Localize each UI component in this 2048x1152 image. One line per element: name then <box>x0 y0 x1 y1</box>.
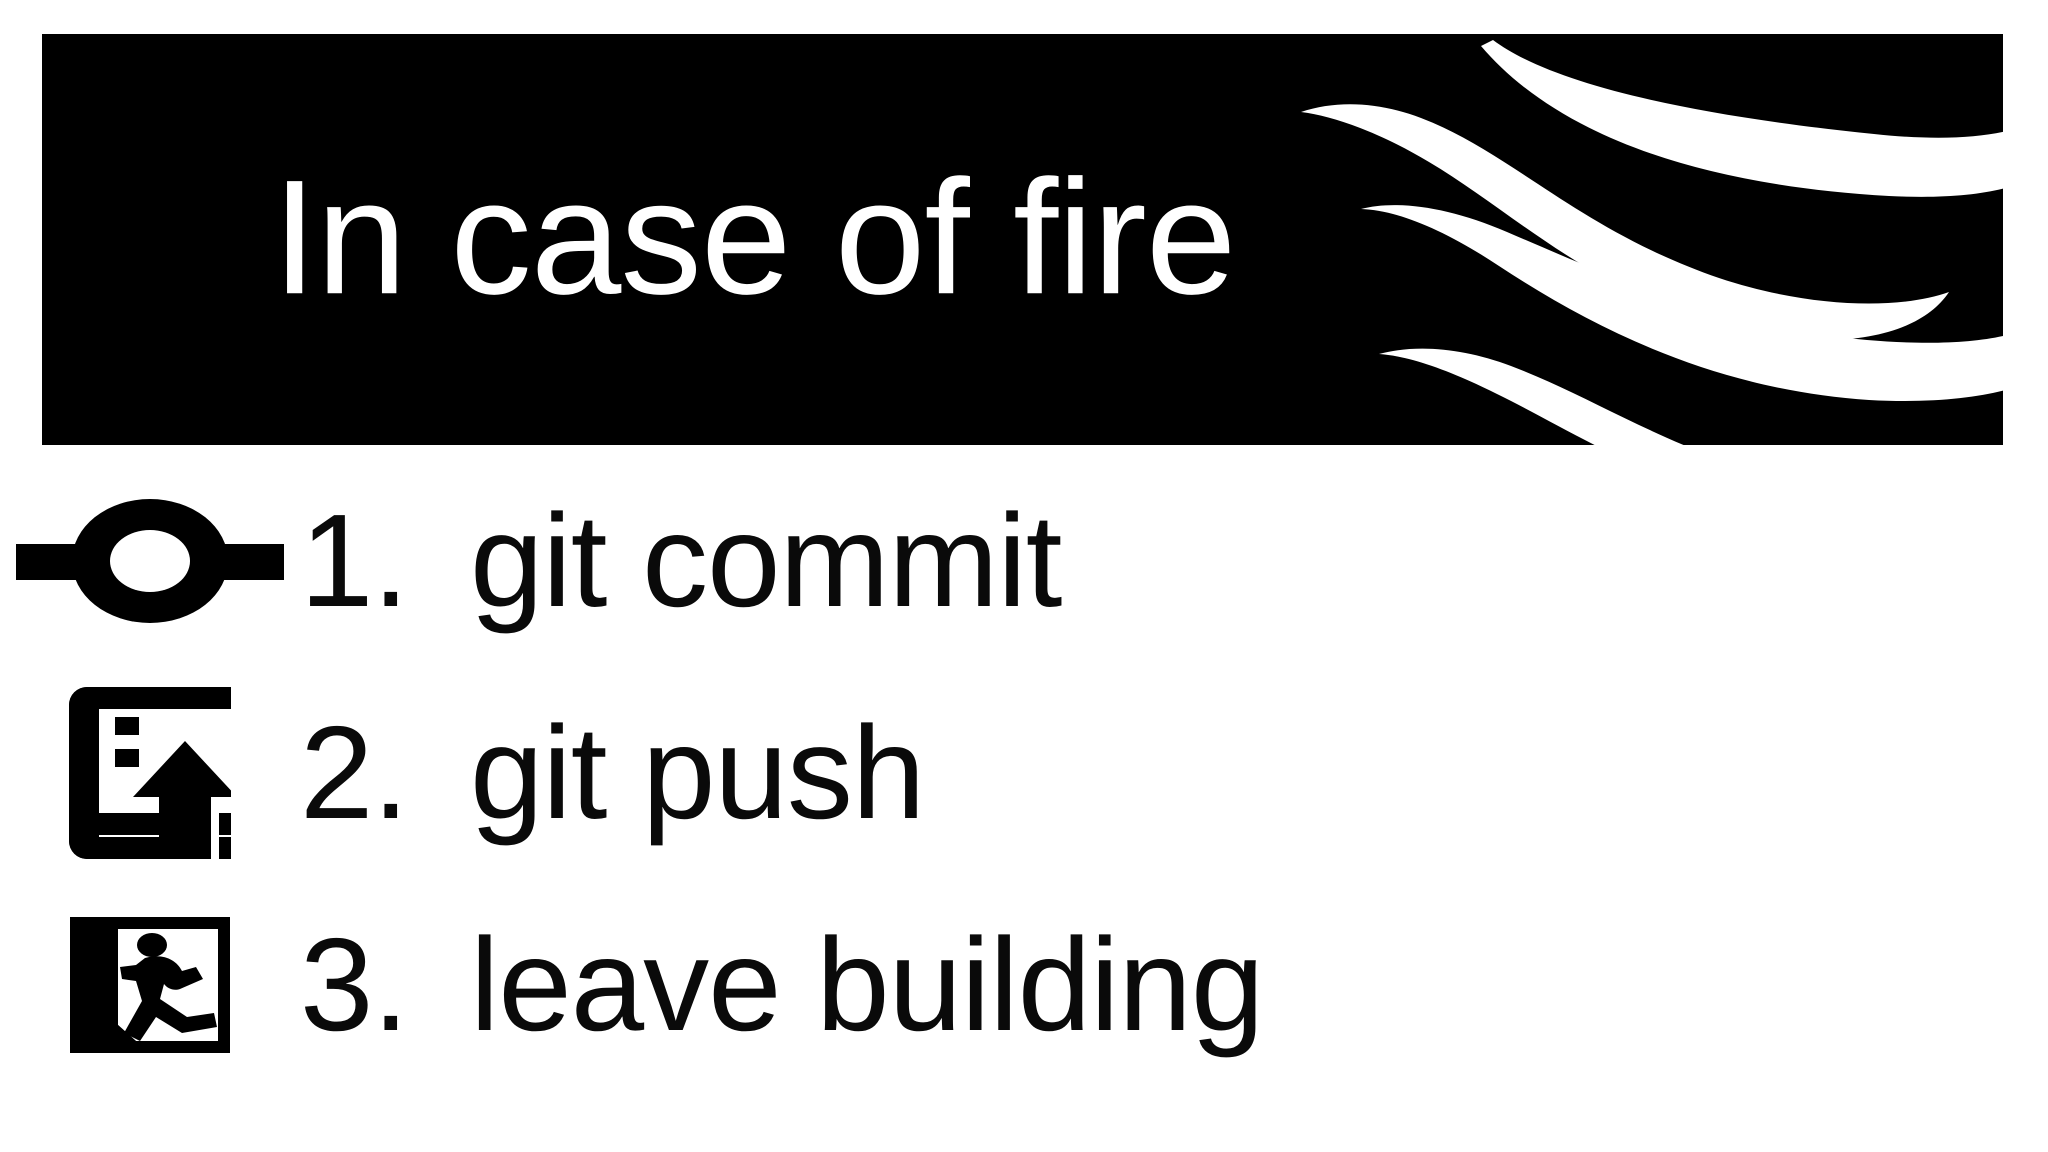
step-number: 3. <box>300 911 409 1058</box>
step-label: git commit <box>470 487 1062 634</box>
page-title: In case of fire <box>272 144 1236 328</box>
step-text: 2. git push <box>300 699 925 846</box>
step-label: leave building <box>470 911 1264 1058</box>
steps-list: 1. git commit <box>0 455 2048 1091</box>
step-label: git push <box>470 699 925 846</box>
git-commit-icon <box>0 461 300 661</box>
list-item: 1. git commit <box>0 455 2048 667</box>
list-item: 2. git push <box>0 667 2048 879</box>
push-upload-arrow-icon <box>0 673 300 873</box>
step-number: 1. <box>300 487 409 634</box>
banner: In case of fire <box>42 34 2003 445</box>
step-text: 3. leave building <box>300 911 1264 1058</box>
fire-exit-running-person-icon <box>0 885 300 1085</box>
step-number: 2. <box>300 699 409 846</box>
step-text: 1. git commit <box>300 487 1062 634</box>
fire-flame-icon <box>1249 34 2003 445</box>
list-item: 3. leave building <box>0 879 2048 1091</box>
